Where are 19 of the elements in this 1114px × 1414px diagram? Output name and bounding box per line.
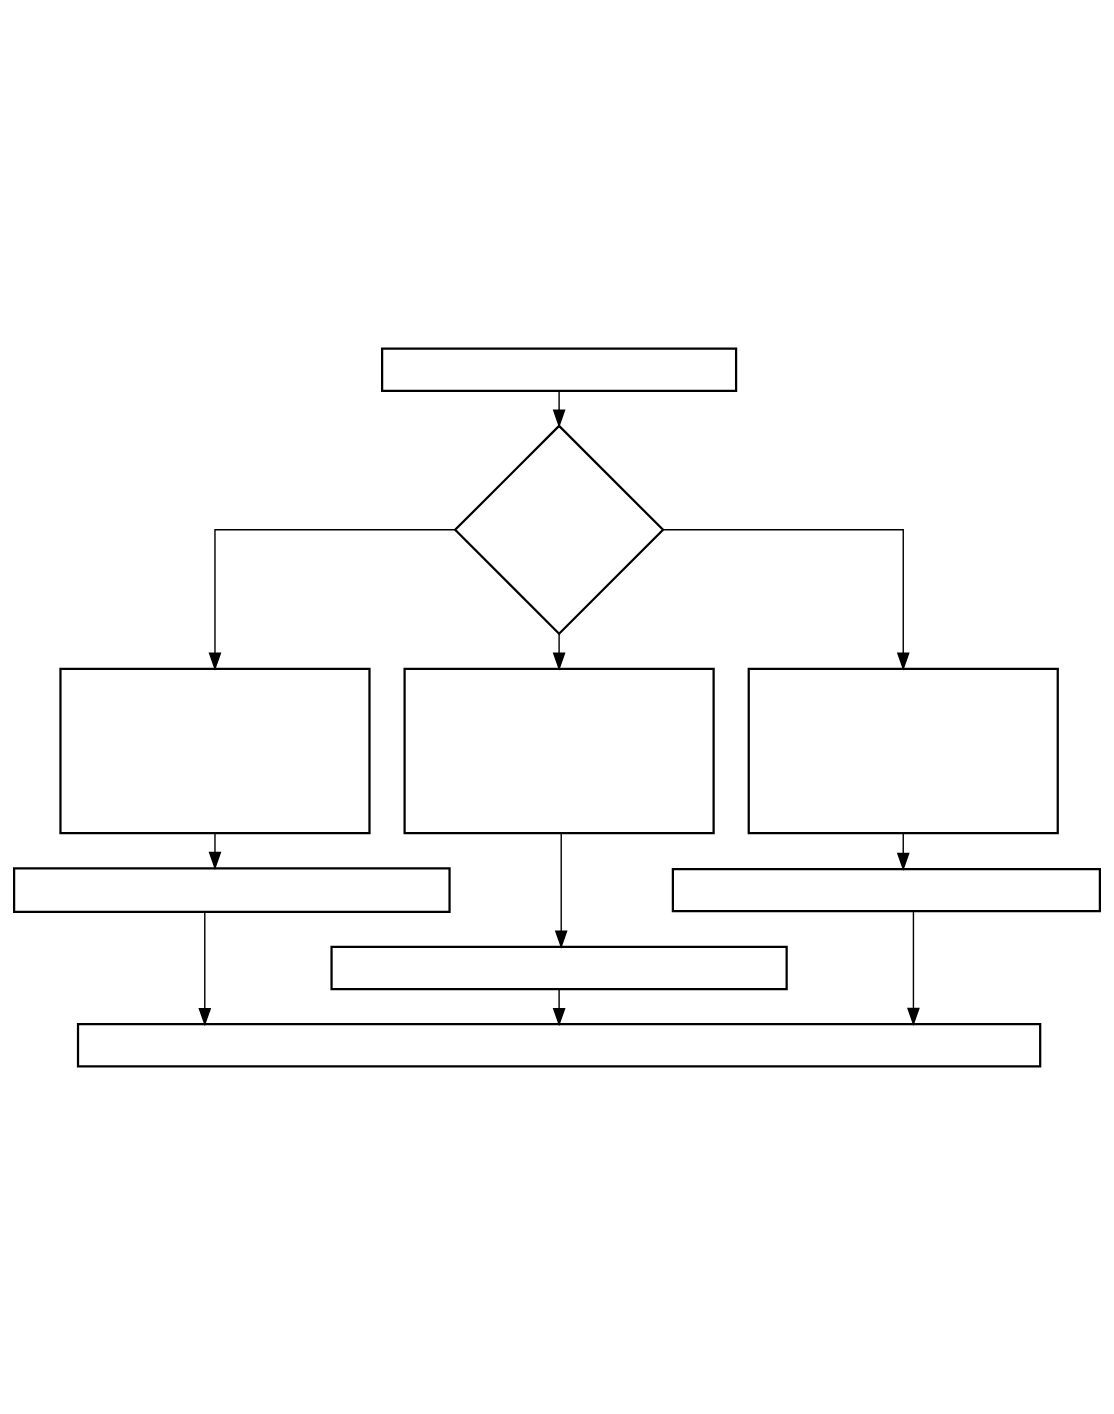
- node-box: [330, 945, 788, 990]
- arrow: [552, 632, 566, 671]
- node-box: [76, 1022, 1042, 1067]
- node-box: [671, 867, 1101, 912]
- node-diamond: [453, 423, 665, 635]
- arrow: [896, 832, 910, 871]
- arrow: [554, 832, 568, 949]
- arrow: [552, 987, 566, 1026]
- arrow: [662, 528, 910, 671]
- arrow: [208, 528, 456, 671]
- node-box: [747, 667, 1059, 834]
- arrow: [552, 390, 566, 428]
- node-box: [13, 866, 451, 913]
- node-box: [59, 667, 371, 834]
- node-box: [403, 667, 715, 834]
- arrow: [198, 911, 212, 1026]
- arrow: [208, 832, 222, 870]
- node-box: [381, 347, 738, 392]
- arrow: [907, 910, 920, 1026]
